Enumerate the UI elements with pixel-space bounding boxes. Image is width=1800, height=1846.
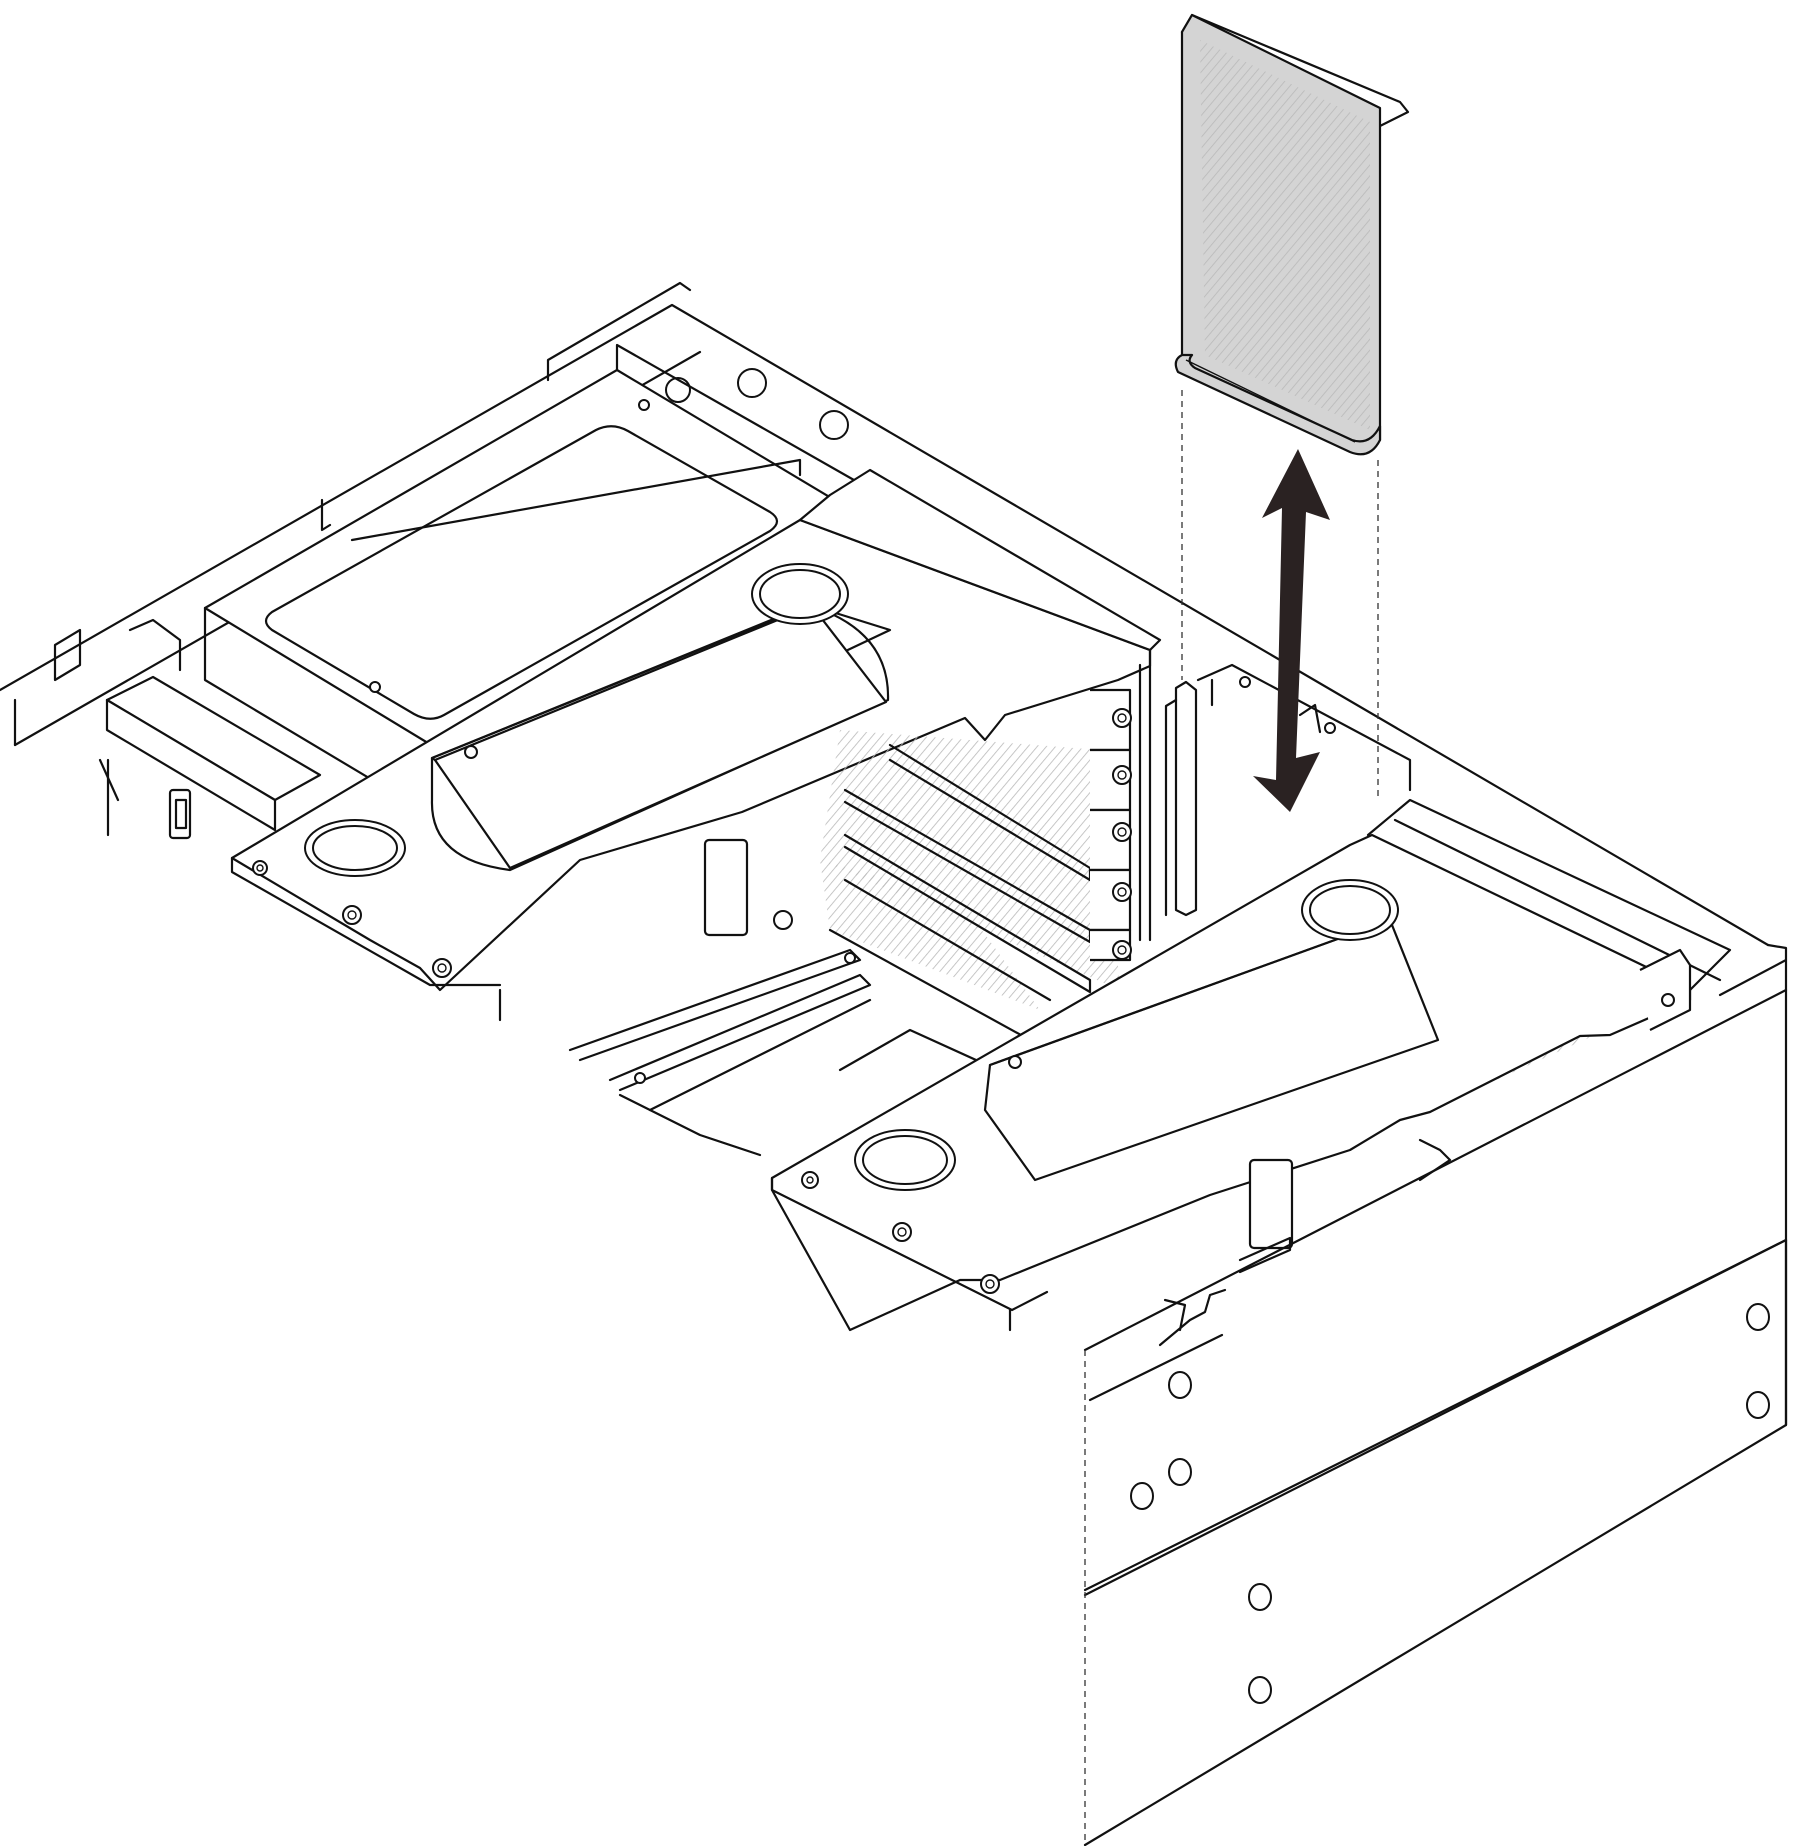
double-headed-vertical-arrow-icon bbox=[1253, 449, 1330, 812]
left-riser-cage bbox=[230, 458, 1162, 1022]
empty-riser-bay bbox=[1164, 663, 1412, 917]
pcie-card-stack bbox=[568, 648, 1152, 1157]
chassis-screw-holes bbox=[1130, 1303, 1770, 1704]
chassis-right-wall bbox=[1083, 943, 1788, 1846]
right-riser-cage bbox=[770, 798, 1732, 1332]
filler-shield bbox=[1174, 13, 1410, 800]
card-bracket-screws bbox=[1090, 688, 1132, 962]
left-front-bay bbox=[105, 618, 322, 840]
